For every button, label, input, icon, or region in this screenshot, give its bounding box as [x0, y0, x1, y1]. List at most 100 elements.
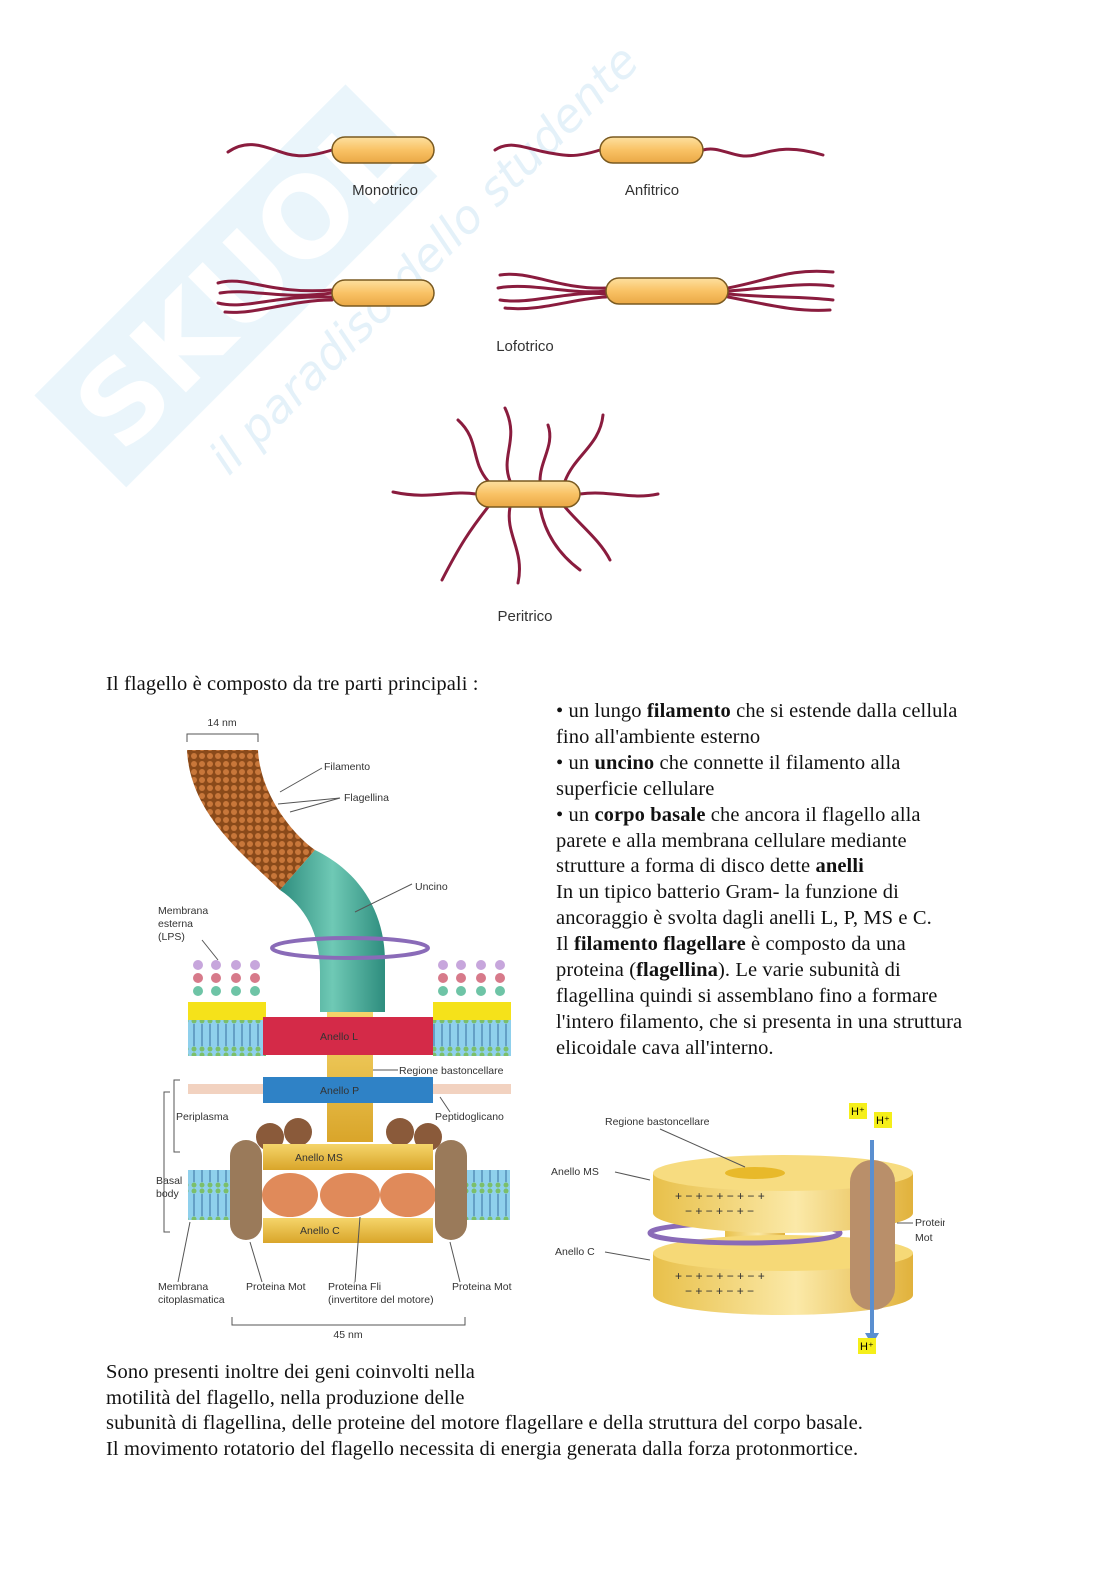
proton-label: H⁺ — [860, 1341, 874, 1353]
basal-body-label: Basal — [156, 1175, 182, 1187]
description-line: proteina (flagellina). Le varie subunità… — [556, 959, 901, 982]
text-segment: • un — [556, 751, 595, 774]
bacterium-cell — [605, 277, 729, 305]
filament — [187, 750, 315, 890]
rod-label: Regione bastoncellare — [605, 1116, 710, 1128]
rod-label: Regione bastoncellare — [399, 1065, 504, 1077]
svg-text:+ − + − + − + − +: + − + − + − + − + — [675, 1189, 765, 1203]
basal-body-label: body — [156, 1188, 180, 1200]
description-line: parete e alla membrana cellulare mediant… — [556, 830, 907, 853]
bottom-text-line: Il movimento rotatorio del flagello nece… — [106, 1438, 859, 1460]
mot-protein — [435, 1140, 467, 1240]
text-segment: che si estende dalla cellula — [730, 700, 958, 722]
flagellum — [226, 143, 334, 158]
width-bottom-label: 45 nm — [333, 1329, 362, 1341]
outer-membrane-lps — [188, 960, 511, 1056]
mot-protein-label: Proteina Mot — [246, 1281, 306, 1293]
svg-text:+ − + − + − + − +: + − + − + − + − + — [675, 1269, 765, 1283]
ring-ms-label: Anello MS — [295, 1152, 343, 1164]
text-segment: superficie cellulare — [556, 777, 715, 800]
bacterium-cell — [331, 279, 435, 307]
flagellar-motor-diagram: + − + − + − + − +− + − + − + − + − + − +… — [551, 1103, 945, 1354]
svg-text:− + − + − + −: − + − + − + − — [685, 1284, 754, 1298]
bold-term: anelli — [815, 855, 864, 878]
description-line: • un uncino che connette il filamento al… — [556, 752, 900, 775]
bottom-text-line: motilità del flagello, nella produzione … — [106, 1387, 465, 1409]
peptidoglycan-label: Peptidoglicano — [435, 1111, 504, 1123]
text-segment: flagellina quindi si assemblano fino a f… — [556, 984, 938, 1007]
bold-term: corpo basale — [594, 803, 706, 826]
bold-term: uncino — [594, 751, 655, 774]
text-segment: • un lungo — [556, 700, 647, 722]
text-segment: proteina ( — [556, 959, 637, 981]
ring-p-label: Anello P — [320, 1085, 359, 1097]
periplasm-label: Periplasma — [176, 1111, 229, 1123]
text-segment: l'intero filamento, che si presenta in u… — [556, 1010, 963, 1033]
label-peritrico: Peritrico — [497, 608, 552, 625]
ring-l — [263, 1017, 433, 1055]
description-line: elicoidale cava all'interno. — [556, 1037, 774, 1060]
text-segment: Il — [556, 933, 574, 956]
ring-c-label: Anello C — [300, 1225, 340, 1237]
bacterium-cell — [331, 136, 435, 164]
text-segment: • un — [556, 803, 595, 826]
ring-l-label: Anello L — [320, 1031, 358, 1043]
hook-label: Uncino — [415, 881, 448, 893]
text-segment: parete e alla membrana cellulare mediant… — [556, 829, 907, 852]
description-line: ancoraggio è svolta dagli anelli L, P, M… — [556, 907, 932, 930]
proton-label: H⁺ — [851, 1106, 865, 1118]
description-line: superficie cellulare — [556, 778, 715, 801]
description-line: flagellina quindi si assemblano fino a f… — [556, 985, 937, 1008]
hook — [280, 850, 385, 1012]
cytoplasmic-membrane-label: citoplasmatica — [158, 1294, 225, 1306]
ring-p — [263, 1077, 433, 1103]
bold-term: flagellina — [636, 959, 718, 981]
text-segment: che ancora il flagello alla — [705, 803, 921, 826]
bacterium-cell — [475, 480, 581, 508]
text-segment: è composto da una — [745, 933, 906, 956]
text-segment: In un tipico batterio Gram- la funzione … — [556, 881, 899, 904]
width-top-label: 14 nm — [207, 717, 236, 729]
ring-ms — [653, 1155, 913, 1233]
ring-c-label: Anello C — [555, 1246, 595, 1258]
description-line: Il filamento flagellare è composto da un… — [556, 933, 906, 956]
description-line: In un tipico batterio Gram- la funzione … — [556, 881, 899, 904]
intro-text: Il flagello è composto da tre parti prin… — [106, 673, 479, 695]
outer-membrane-label: esterna — [158, 918, 193, 930]
proton-label: H⁺ — [876, 1115, 890, 1127]
bold-term: filamento flagellare — [573, 933, 746, 956]
fli-protein-label: (invertitore del motore) — [328, 1294, 434, 1306]
flagellum — [701, 147, 825, 158]
text-segment: ). Le varie subunità di — [717, 959, 901, 981]
mot-protein-label: Proteina Mot — [452, 1281, 512, 1293]
bold-term: filamento — [646, 700, 731, 722]
outer-membrane-label: Membrana — [158, 905, 208, 917]
label-monotrico: Monotrico — [352, 182, 418, 199]
flagellin-label: Flagellina — [344, 792, 389, 804]
mot-protein-label: Mot — [915, 1232, 933, 1244]
cytoplasmic-membrane-label: Membrana — [158, 1281, 208, 1293]
bottom-text-line: subunità di flagellina, delle proteine d… — [106, 1412, 863, 1434]
fli-protein-label: Proteina Fli — [328, 1281, 381, 1293]
description-line: l'intero filamento, che si presenta in u… — [556, 1011, 962, 1034]
watermark: SKUOLA il paradiso dello studente — [34, 29, 649, 488]
filament-label: Filamento — [324, 761, 370, 773]
bottom-text-line: Sono presenti inoltre dei geni coinvolti… — [106, 1361, 475, 1383]
watermark-logo-box — [34, 84, 438, 488]
label-lofotrico: Lofotrico — [496, 338, 554, 355]
flagellum-structure-diagram: 14 nm Anello L Anello P Regione bastonce… — [156, 717, 512, 1341]
flagella-types-figure: Monotrico Anfitrico Lofotrico Peritrico — [216, 136, 835, 625]
outer-membrane-label: (LPS) — [158, 931, 185, 943]
description-line: strutture a forma di disco dette anelli — [556, 855, 864, 878]
flagellum — [493, 143, 602, 157]
text-segment: fino all'ambiente esterno — [556, 725, 761, 748]
description-line: • un corpo basale che ancora il flagello… — [556, 804, 921, 827]
mot-protein-label: Proteina — [915, 1217, 945, 1229]
text-segment: ancoraggio è svolta dagli anelli L, P, M… — [556, 907, 932, 930]
label-anfitrico: Anfitrico — [625, 182, 679, 199]
ring-c — [263, 1218, 433, 1243]
mot-protein — [230, 1140, 262, 1240]
svg-text:− + − + − + −: − + − + − + − — [685, 1204, 754, 1218]
description-line: • un lungo filamento che si estende dall… — [556, 700, 957, 723]
text-segment: strutture a forma di disco dette — [556, 855, 816, 878]
